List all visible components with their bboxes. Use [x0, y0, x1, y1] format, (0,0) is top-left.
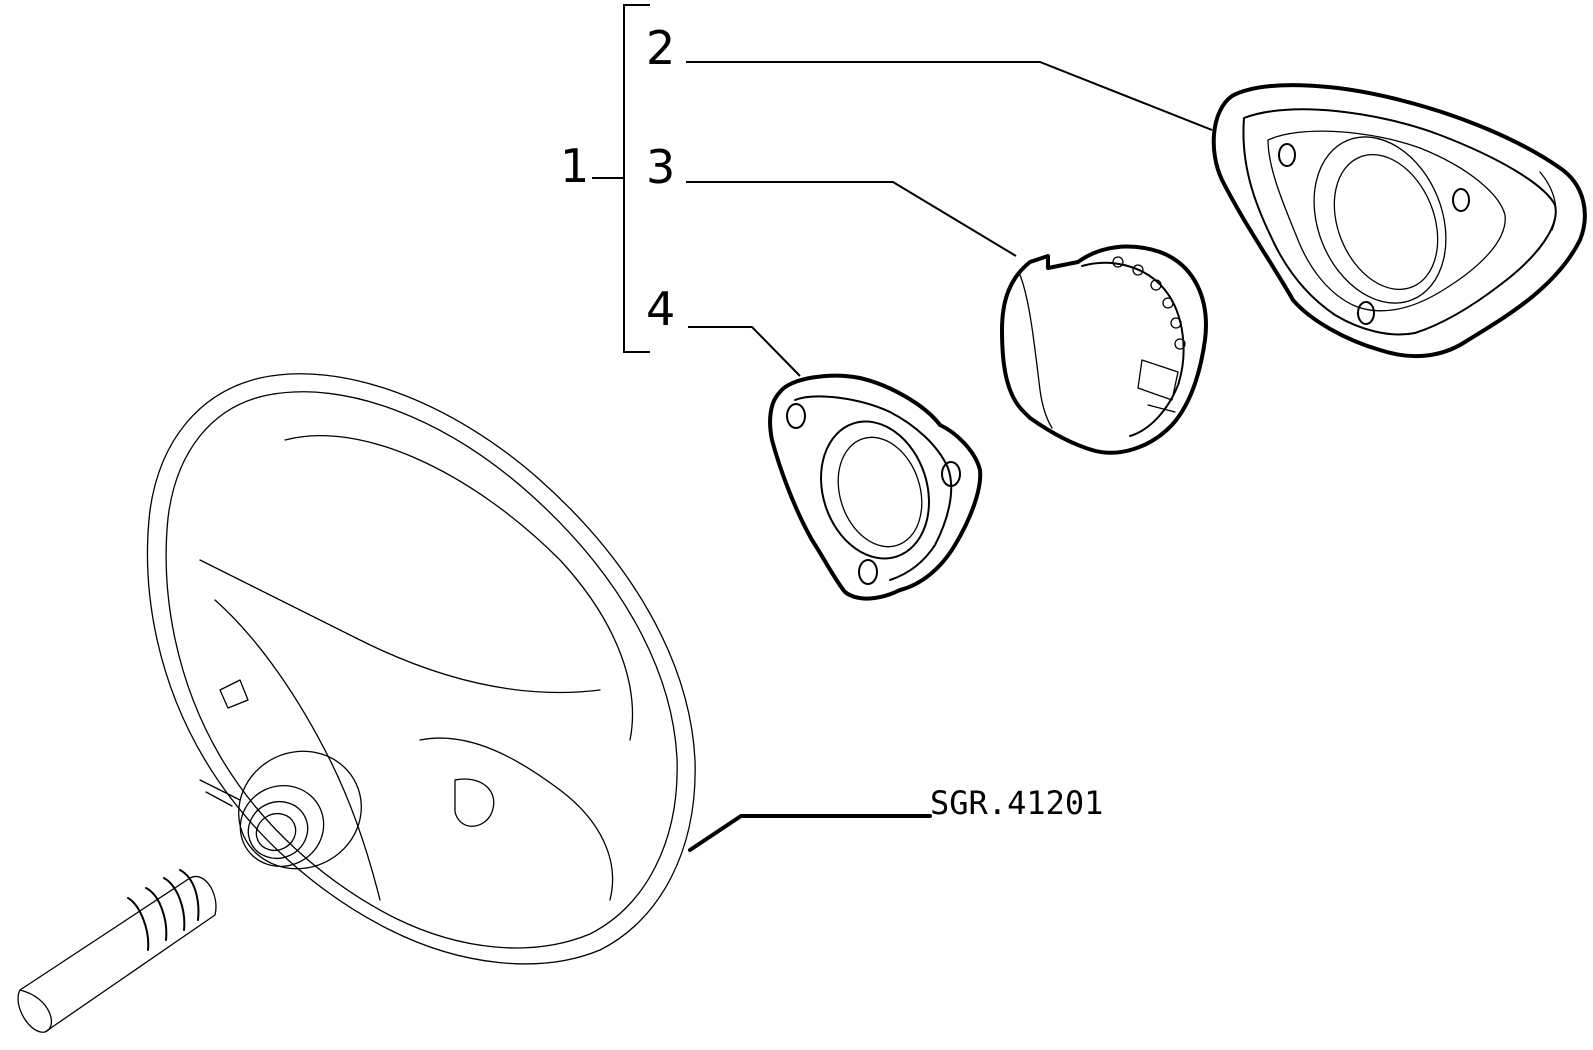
clock-spring-module — [1000, 244, 1208, 455]
leader-line-ref — [688, 814, 932, 852]
leader-line-2 — [686, 61, 1213, 131]
leader-line-4 — [688, 326, 801, 377]
drawing-reference: SGR.41201 — [930, 784, 1103, 822]
callout-4: 4 — [646, 282, 675, 336]
steering-wheel — [146, 373, 696, 965]
mounting-flange — [768, 373, 983, 601]
callout-3: 3 — [646, 140, 675, 194]
leader-line-3 — [686, 181, 1017, 257]
group-bracket — [592, 4, 650, 353]
callout-2: 2 — [646, 21, 675, 75]
airbag-cover — [1211, 83, 1587, 359]
callout-1: 1 — [560, 139, 589, 193]
steering-shaft — [17, 869, 217, 1033]
